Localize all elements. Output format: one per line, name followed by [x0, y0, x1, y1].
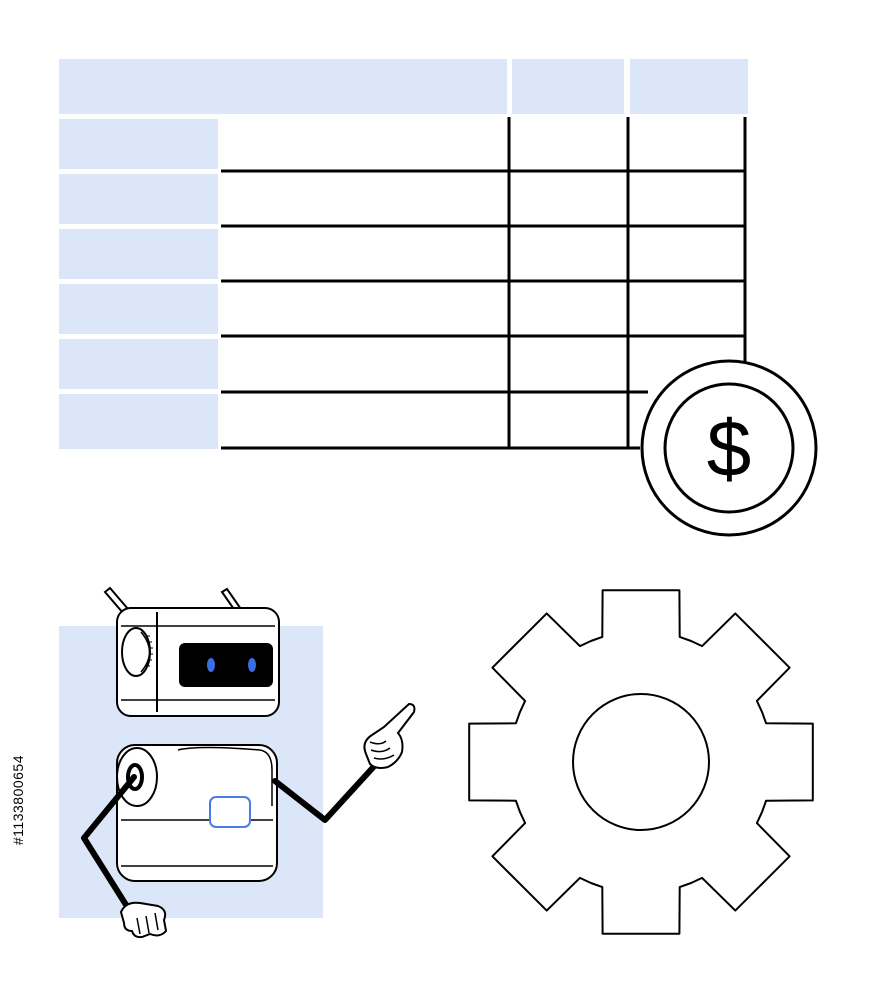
robot-icon — [59, 586, 416, 939]
robot-eye — [248, 658, 256, 672]
table-header-cell — [512, 59, 624, 114]
gear-hole — [572, 693, 710, 831]
robot-pointing-hand — [363, 702, 416, 769]
table-row-label-cell — [59, 394, 218, 449]
table-header-cell — [59, 59, 507, 114]
robot-head — [116, 607, 280, 717]
table-row-label-cell — [59, 119, 218, 169]
gear-icon — [468, 589, 814, 935]
robot-chest-panel — [209, 796, 251, 828]
table-grid-lines — [221, 117, 747, 450]
table-row-label-cell — [59, 339, 218, 389]
spreadsheet-table — [59, 59, 748, 450]
table-row-label-cell — [59, 229, 218, 279]
robot-eye — [207, 658, 215, 672]
robot-left-hand — [119, 901, 168, 939]
robot-body — [116, 744, 278, 882]
robot-left-arm — [81, 774, 168, 939]
table-header-cell — [630, 59, 748, 114]
robot-visor — [179, 643, 273, 687]
stock-id-label: #1133800654 — [10, 755, 26, 846]
robot-right-arm — [272, 702, 416, 823]
dollar-coin-icon: $ — [640, 359, 818, 537]
table-row-label-cell — [59, 284, 218, 334]
table-row-label-cell — [59, 174, 218, 224]
coin-symbol: $ — [707, 404, 752, 493]
